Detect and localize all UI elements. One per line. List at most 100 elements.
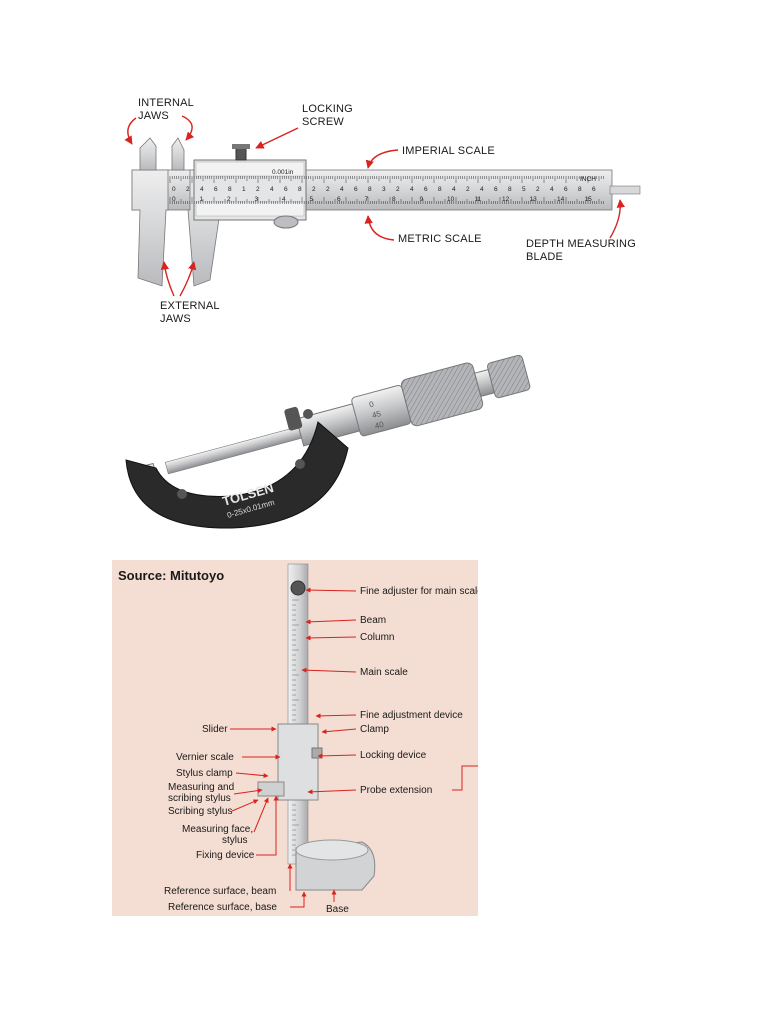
- label-column: Column: [360, 632, 394, 643]
- inch-unit-text: INCH: [580, 176, 596, 183]
- imperial-tick-label: 2: [396, 186, 400, 193]
- metric-tick-label: 7: [365, 196, 369, 203]
- metric-tick-label: 5: [310, 196, 314, 203]
- imperial-tick-label: 6: [424, 186, 428, 193]
- imperial-tick-label: 6: [564, 186, 568, 193]
- imperial-tick-label: 2: [536, 186, 540, 193]
- fixed-jaw: [131, 169, 169, 287]
- imperial-tick-label: 4: [340, 186, 344, 193]
- label-locking-screw-1: LOCKING: [302, 103, 353, 115]
- resolution-text: 0.001in: [272, 169, 294, 176]
- label-measuring-scribing-2: scribing stylus: [168, 793, 231, 804]
- thimble-mark-0: 0: [368, 399, 375, 409]
- imperial-tick-label: 4: [550, 186, 554, 193]
- fine-adjuster-knob: [290, 580, 306, 596]
- sliding-internal-jaw: [171, 137, 185, 171]
- leader-line: [305, 619, 357, 625]
- metric-tick-label: 15: [585, 196, 593, 203]
- leader-line: [317, 753, 357, 759]
- metric-tick-label: 14: [557, 196, 565, 203]
- metric-tick-label: 0: [172, 196, 176, 203]
- label-scribing-stylus: Scribing stylus: [168, 806, 232, 817]
- micrometer-photo: 0 45 40 TOLSEN 0-25x0.01mm: [125, 354, 531, 529]
- imperial-tick-label: 4: [410, 186, 414, 193]
- imperial-tick-label: 8: [228, 186, 232, 193]
- imperial-tick-label: 8: [368, 186, 372, 193]
- imperial-tick-label: 2: [186, 186, 190, 193]
- imperial-tick-label: 2: [466, 186, 470, 193]
- label-stylus-clamp: Stylus clamp: [176, 768, 233, 779]
- metric-tick-label: 10: [447, 196, 455, 203]
- fixed-internal-jaw: [139, 137, 157, 171]
- label-fine-adjuster: Fine adjuster for main scale: [360, 586, 478, 597]
- micrometer-ratchet-knob: [487, 354, 531, 399]
- micrometer-spindle: [164, 425, 304, 475]
- leader-line: [315, 713, 357, 719]
- imperial-tick-label: 1: [242, 186, 246, 193]
- label-internal-jaws-2: JAWS: [138, 110, 169, 122]
- metric-tick-label: 1: [200, 196, 204, 203]
- label-vernier-scale: Vernier scale: [176, 752, 234, 763]
- imperial-tick-label: 8: [298, 186, 302, 193]
- label-measuring-scribing-1: Measuring and: [168, 782, 234, 793]
- imperial-tick-label: 6: [592, 186, 596, 193]
- leader-line: [305, 635, 357, 641]
- imperial-tick-label: 3: [382, 186, 386, 193]
- imperial-tick-label: 6: [354, 186, 358, 193]
- imperial-tick-label: 2: [326, 186, 330, 193]
- imperial-tick-label: 0: [172, 186, 176, 193]
- label-depth-blade-2: BLADE: [526, 251, 563, 263]
- metric-scale-ticks: [169, 197, 604, 204]
- label-base: Base: [326, 904, 349, 915]
- gauge-stylus: [257, 781, 285, 797]
- imperial-tick-label: 8: [508, 186, 512, 193]
- imperial-tick-label: 6: [494, 186, 498, 193]
- leader-line: [301, 667, 357, 673]
- imperial-tick-label: 2: [256, 186, 260, 193]
- micrometer-frame: [125, 421, 349, 529]
- imperial-scale-ticks: [169, 176, 604, 183]
- gauge-slider: [277, 723, 319, 801]
- label-beam: Beam: [360, 615, 386, 626]
- label-fixing-device: Fixing device: [196, 850, 255, 861]
- thimble-mark-45: 45: [371, 409, 382, 420]
- label-external-jaws-2: JAWS: [160, 313, 191, 325]
- label-ref-base: Reference surface, base: [168, 902, 277, 913]
- label-slider: Slider: [202, 724, 228, 735]
- source-label: Source: Mitutoyo: [118, 568, 224, 583]
- metric-tick-label: 3: [255, 196, 259, 203]
- label-probe-extension: Probe extension: [360, 785, 432, 796]
- imperial-tick-label: 8: [438, 186, 442, 193]
- imperial-tick-label: 4: [452, 186, 456, 193]
- label-measuring-face-2: stylus: [222, 835, 248, 846]
- imperial-tick-label: 6: [284, 186, 288, 193]
- label-locking-device: Locking device: [360, 750, 427, 761]
- label-main-scale: Main scale: [360, 667, 408, 678]
- label-external-jaws-1: EXTERNAL: [160, 300, 220, 312]
- label-clamp: Clamp: [360, 724, 389, 735]
- leader-line: [321, 728, 357, 735]
- gauge-column: [287, 563, 309, 865]
- thimble-mark-40: 40: [374, 420, 385, 431]
- metric-tick-label: 12: [502, 196, 510, 203]
- metric-tick-label: 2: [227, 196, 231, 203]
- imperial-tick-label: 2: [312, 186, 316, 193]
- leader-line: [305, 587, 357, 593]
- imperial-tick-label: 4: [480, 186, 484, 193]
- metric-tick-label: 13: [530, 196, 538, 203]
- imperial-tick-label: 8: [578, 186, 582, 193]
- micrometer-knurled-grip: [400, 362, 484, 427]
- label-depth-blade-1: DEPTH MEASURING: [526, 238, 636, 250]
- label-metric-scale: METRIC SCALE: [398, 233, 482, 245]
- label-locking-screw-2: SCREW: [302, 116, 344, 128]
- label-fine-adjustment-device: Fine adjustment device: [360, 710, 463, 721]
- metric-tick-label: 11: [475, 196, 482, 203]
- imperial-tick-label: 4: [200, 186, 204, 193]
- probe-extension-leader: [452, 765, 478, 791]
- label-ref-beam: Reference surface, beam: [164, 886, 276, 897]
- thumb-wheel: [273, 215, 299, 229]
- metric-tick-label: 4: [282, 196, 286, 203]
- label-internal-jaws-1: INTERNAL: [138, 97, 194, 109]
- metric-tick-label: 6: [337, 196, 341, 203]
